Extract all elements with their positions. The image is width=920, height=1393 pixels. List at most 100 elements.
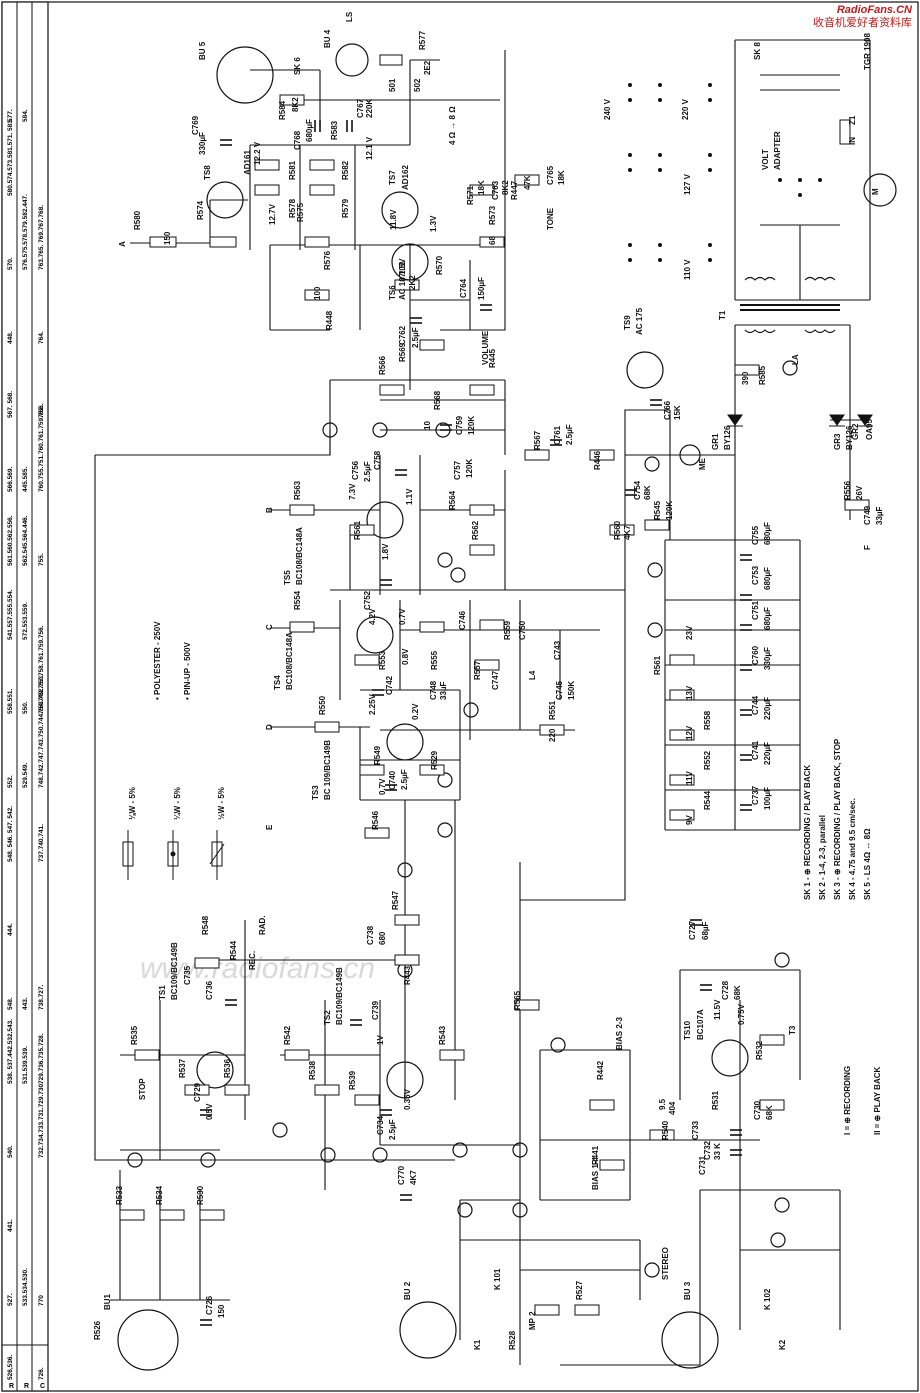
label-c754: C754 [633,480,642,500]
label-r551: R551 [548,700,557,720]
label-c744: C744 [751,695,760,715]
label-z1: Z1 [848,115,857,125]
table-cell: 548. 546. 547. 542. [7,806,14,862]
table-cell: 531.539.539. [22,1046,29,1084]
label-r538: R538 [308,1060,317,1080]
transistor-ts8 [206,181,244,219]
legend-resistor-half-watt: ½W - 5% [217,787,226,820]
table-cell: 445.585. [22,467,29,492]
table-cell: 526,536. [7,1355,14,1380]
label-gr1: GR1 [711,433,720,450]
label-r561b: R561 [653,655,662,675]
table-cell: 561.560.562.556. [7,515,14,566]
table-cell: 527. [7,1293,14,1306]
label-c766: C766 [663,400,672,420]
label-bias2-3: BIAS 2-3 [615,1017,624,1050]
label-c751v: 680µF [763,607,772,630]
label-bias1-4: BIAS 1-4 [591,1157,600,1190]
label-r527: R527 [575,1280,584,1300]
label-r575: R575 [296,202,305,222]
label-c758: C758 [373,450,382,470]
table-cell: 576.575.578.579.582.447. [22,194,29,270]
label-tgr: TGR 1908 [863,33,872,70]
transistor-ts7 [381,191,419,229]
label-c751: C751 [751,600,760,620]
label-in: IN [848,137,857,145]
label-ts3: TS3 [311,785,320,800]
label-c755v: 680µF [763,522,772,545]
label-c730: C730 [753,1100,762,1120]
legend-resistor-eighth-watt: ⅛W - 5% [128,787,137,820]
label-r526: R526 [93,1320,102,1340]
label-c726v: 150 [217,1304,226,1318]
legend-mode-recording: I = ⊕ RECORDING [843,1066,852,1135]
label-c726: C726 [205,1295,214,1315]
label-c753v: 680µF [763,567,772,590]
label-by126: BY126 [723,425,732,450]
label-c768: C768 [293,130,302,150]
label-r542: R542 [283,1025,292,1045]
label-r528: R528 [508,1330,517,1350]
label-r550: R550 [318,695,327,715]
label-r579: R579 [341,198,350,218]
table-cell: 444. [7,923,14,936]
label-ac175: AC 175 [635,307,644,335]
label-r554: R554 [293,590,302,610]
label-c728v: 68K [733,985,742,1000]
label-r447: R447 [510,180,519,200]
label-v26v: 26V [855,485,864,500]
label-v1-8v: 1.8V [381,543,390,560]
label-r443: R443 [403,965,412,985]
label-r448: R448 [325,310,334,330]
table-cell: 567. 568. [7,391,14,418]
label-v110v: 110 V [683,259,692,280]
label-tone: TONE [546,207,555,230]
table-cell: 762. [38,405,45,418]
label-c756v: 2.5µF [363,461,372,482]
table-cell: 541.557.555.554. [7,589,14,640]
label-v2k2: 2K2 [408,275,417,290]
label-c729: C729 [193,1082,202,1102]
label-r446: R446 [593,450,602,470]
label-r570: R570 [435,255,444,275]
legend-pinup: • PIN-UP - 500V [183,642,192,700]
label-gr2: GR2 [851,423,860,440]
table-cell: 738.727. [38,985,45,1010]
label-c743: C743 [553,640,562,660]
table-cell: 552. [7,775,14,788]
table-row-label: R [24,1383,29,1390]
label-c765: C765 [546,165,555,185]
table-cell: 558.551. [7,689,14,714]
legend-switch-2: SK 2 - 1-4, 2-3, parallel [818,815,827,900]
label-v150: 150 [163,231,172,245]
label-v12-1v: 12.1 V [365,136,374,160]
table-cell: 726. [38,1367,45,1380]
label-r557: R557 [473,660,482,680]
label-c769v: 330µF [198,132,207,155]
label-c737: C737 [751,785,760,805]
label-c735: C735 [183,965,192,985]
label-r578: R578 [288,198,297,218]
label-adapter: ADAPTER [773,131,782,170]
label-stop: STOP [138,1078,147,1100]
table-cell: 754.749.757.758.761.759.756. [38,625,45,714]
label-r552b: R552 [703,750,712,770]
label-m: M [871,188,880,195]
label-c732: C732 [703,1140,712,1160]
table-row-label: C [40,1383,45,1390]
faint-watermark: www.radiofans.cn [140,952,375,985]
label-v4k7: 4K7 [623,525,632,540]
label-c759v: 120K [467,416,476,435]
label-c769: C769 [191,115,200,135]
label-a: A [118,241,127,247]
label-v220: 220 [548,728,557,742]
label-sk6: SK 6 [293,57,302,75]
label-c740: C740 [388,770,397,790]
legend-switch-5: SK 5 - LS 4Ω ↔ 8Ω [863,828,872,900]
label-c748v: 33µF [439,681,448,700]
label-c761: C761 [553,425,562,445]
table-cell: 448. [7,331,14,344]
label-ts1: TS1 [158,985,167,1000]
label-ac187-01: AC 187/01 [398,261,407,300]
transistors [117,43,897,1371]
